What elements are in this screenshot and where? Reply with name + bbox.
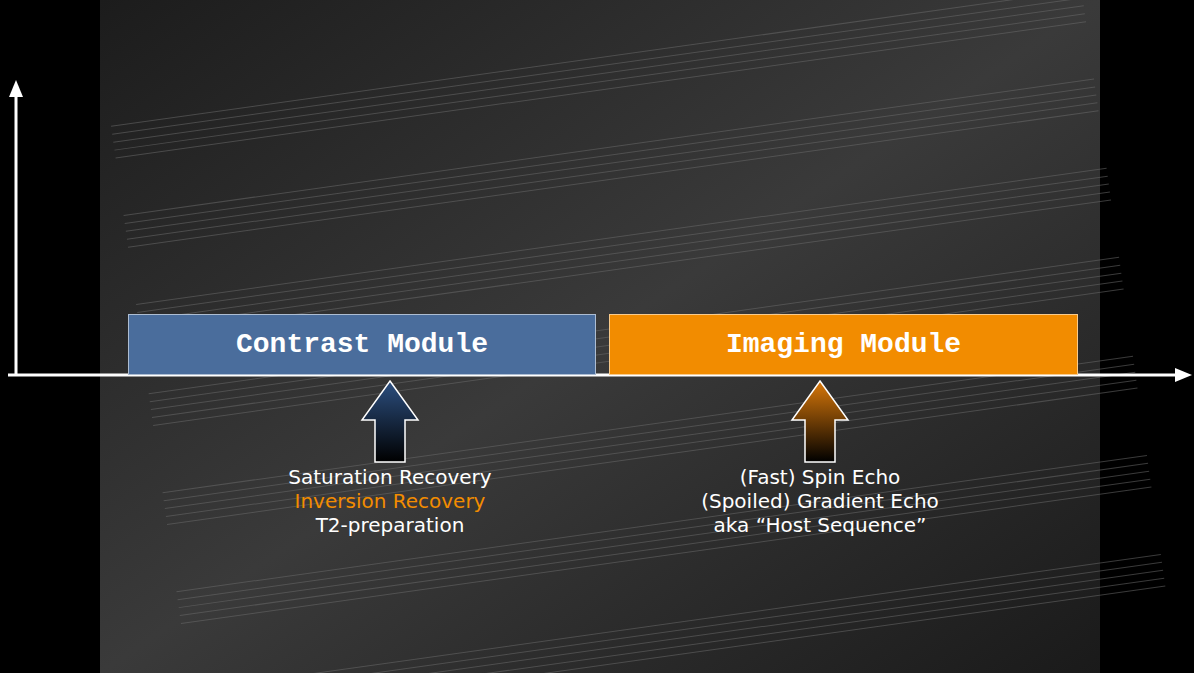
block-arrow (362, 381, 418, 462)
technique-label: T2-preparation (316, 513, 465, 537)
module-label: Imaging Module (726, 329, 961, 360)
technique-label: Saturation Recovery (288, 465, 491, 489)
imaging-module-box: Imaging Module (609, 314, 1078, 375)
staff-lines (111, 0, 1165, 673)
photo-panel (100, 0, 1100, 673)
module-label: Contrast Module (236, 329, 488, 360)
axis-arrowhead (1175, 368, 1192, 382)
technique-label: Inversion Recovery (295, 489, 486, 513)
technique-label: aka “Host Sequence” (714, 513, 927, 537)
contrast-module-box: Contrast Module (128, 314, 596, 375)
axes (8, 80, 1192, 382)
vertical-axis (15, 94, 18, 376)
axis-arrowhead (9, 80, 23, 97)
technique-label: (Spoiled) Gradient Echo (701, 489, 939, 513)
block-arrow (792, 381, 848, 462)
technique-label: (Fast) Spin Echo (740, 465, 901, 489)
